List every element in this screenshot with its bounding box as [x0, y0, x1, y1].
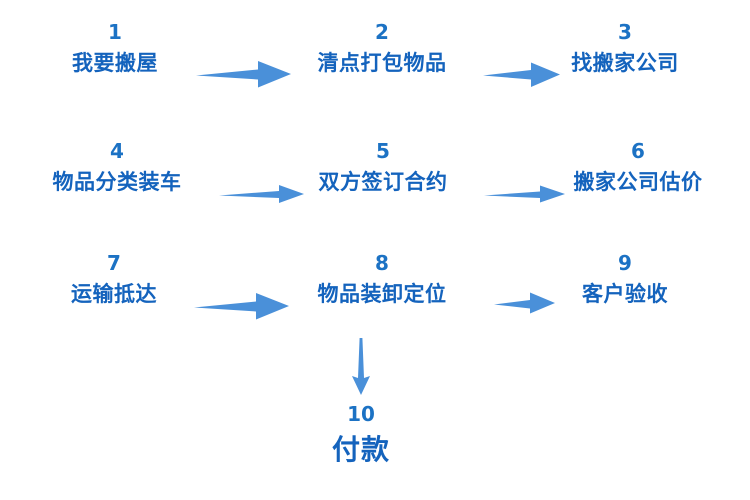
- step-label-1: 我要搬屋: [72, 51, 158, 75]
- step-number-7: 7: [107, 251, 121, 275]
- arrow-right-icon-5-to-6: [484, 183, 566, 205]
- step-number-4: 4: [110, 139, 124, 163]
- arrow-right-icon-4-to-5: [219, 182, 305, 206]
- arrow-right-icon-8-to-9: [494, 290, 556, 316]
- step-node-9[interactable]: 9 客户验收: [582, 253, 668, 306]
- step-node-5[interactable]: 5 双方签订合约: [319, 141, 448, 194]
- step-number-10: 10: [347, 402, 375, 426]
- step-label-3: 找搬家公司: [571, 51, 679, 75]
- step-number-1: 1: [108, 20, 122, 44]
- step-node-7[interactable]: 7 运输抵达: [71, 253, 157, 306]
- step-number-2: 2: [375, 20, 389, 44]
- step-label-5: 双方签订合约: [318, 170, 448, 194]
- step-label-7: 运输抵达: [71, 282, 157, 306]
- step-number-9: 9: [618, 251, 632, 275]
- step-number-8: 8: [375, 251, 389, 275]
- step-node-8[interactable]: 8 物品装卸定位: [318, 253, 447, 306]
- step-label-4: 物品分类装车: [52, 170, 182, 194]
- step-node-1[interactable]: 1 我要搬屋: [72, 22, 158, 75]
- step-number-3: 3: [618, 20, 632, 44]
- step-label-9: 客户验收: [582, 282, 668, 306]
- step-node-3[interactable]: 3 找搬家公司: [571, 22, 679, 75]
- arrow-right-icon-1-to-2: [196, 58, 292, 90]
- step-node-4[interactable]: 4 物品分类装车: [53, 141, 182, 194]
- step-node-10[interactable]: 10 付款: [332, 404, 390, 466]
- step-number-5: 5: [376, 139, 390, 163]
- step-number-6: 6: [631, 139, 645, 163]
- step-label-2: 清点打包物品: [317, 51, 447, 75]
- arrow-down-icon-8-to-10: [346, 338, 376, 396]
- arrow-right-icon-2-to-3: [483, 60, 561, 90]
- arrow-right-icon-7-to-8: [194, 290, 290, 322]
- step-label-6: 搬家公司估价: [573, 170, 703, 194]
- step-label-8: 物品装卸定位: [317, 282, 447, 306]
- step-node-2[interactable]: 2 清点打包物品: [318, 22, 447, 75]
- step-node-6[interactable]: 6 搬家公司估价: [574, 141, 703, 194]
- step-label-10: 付款: [331, 433, 391, 466]
